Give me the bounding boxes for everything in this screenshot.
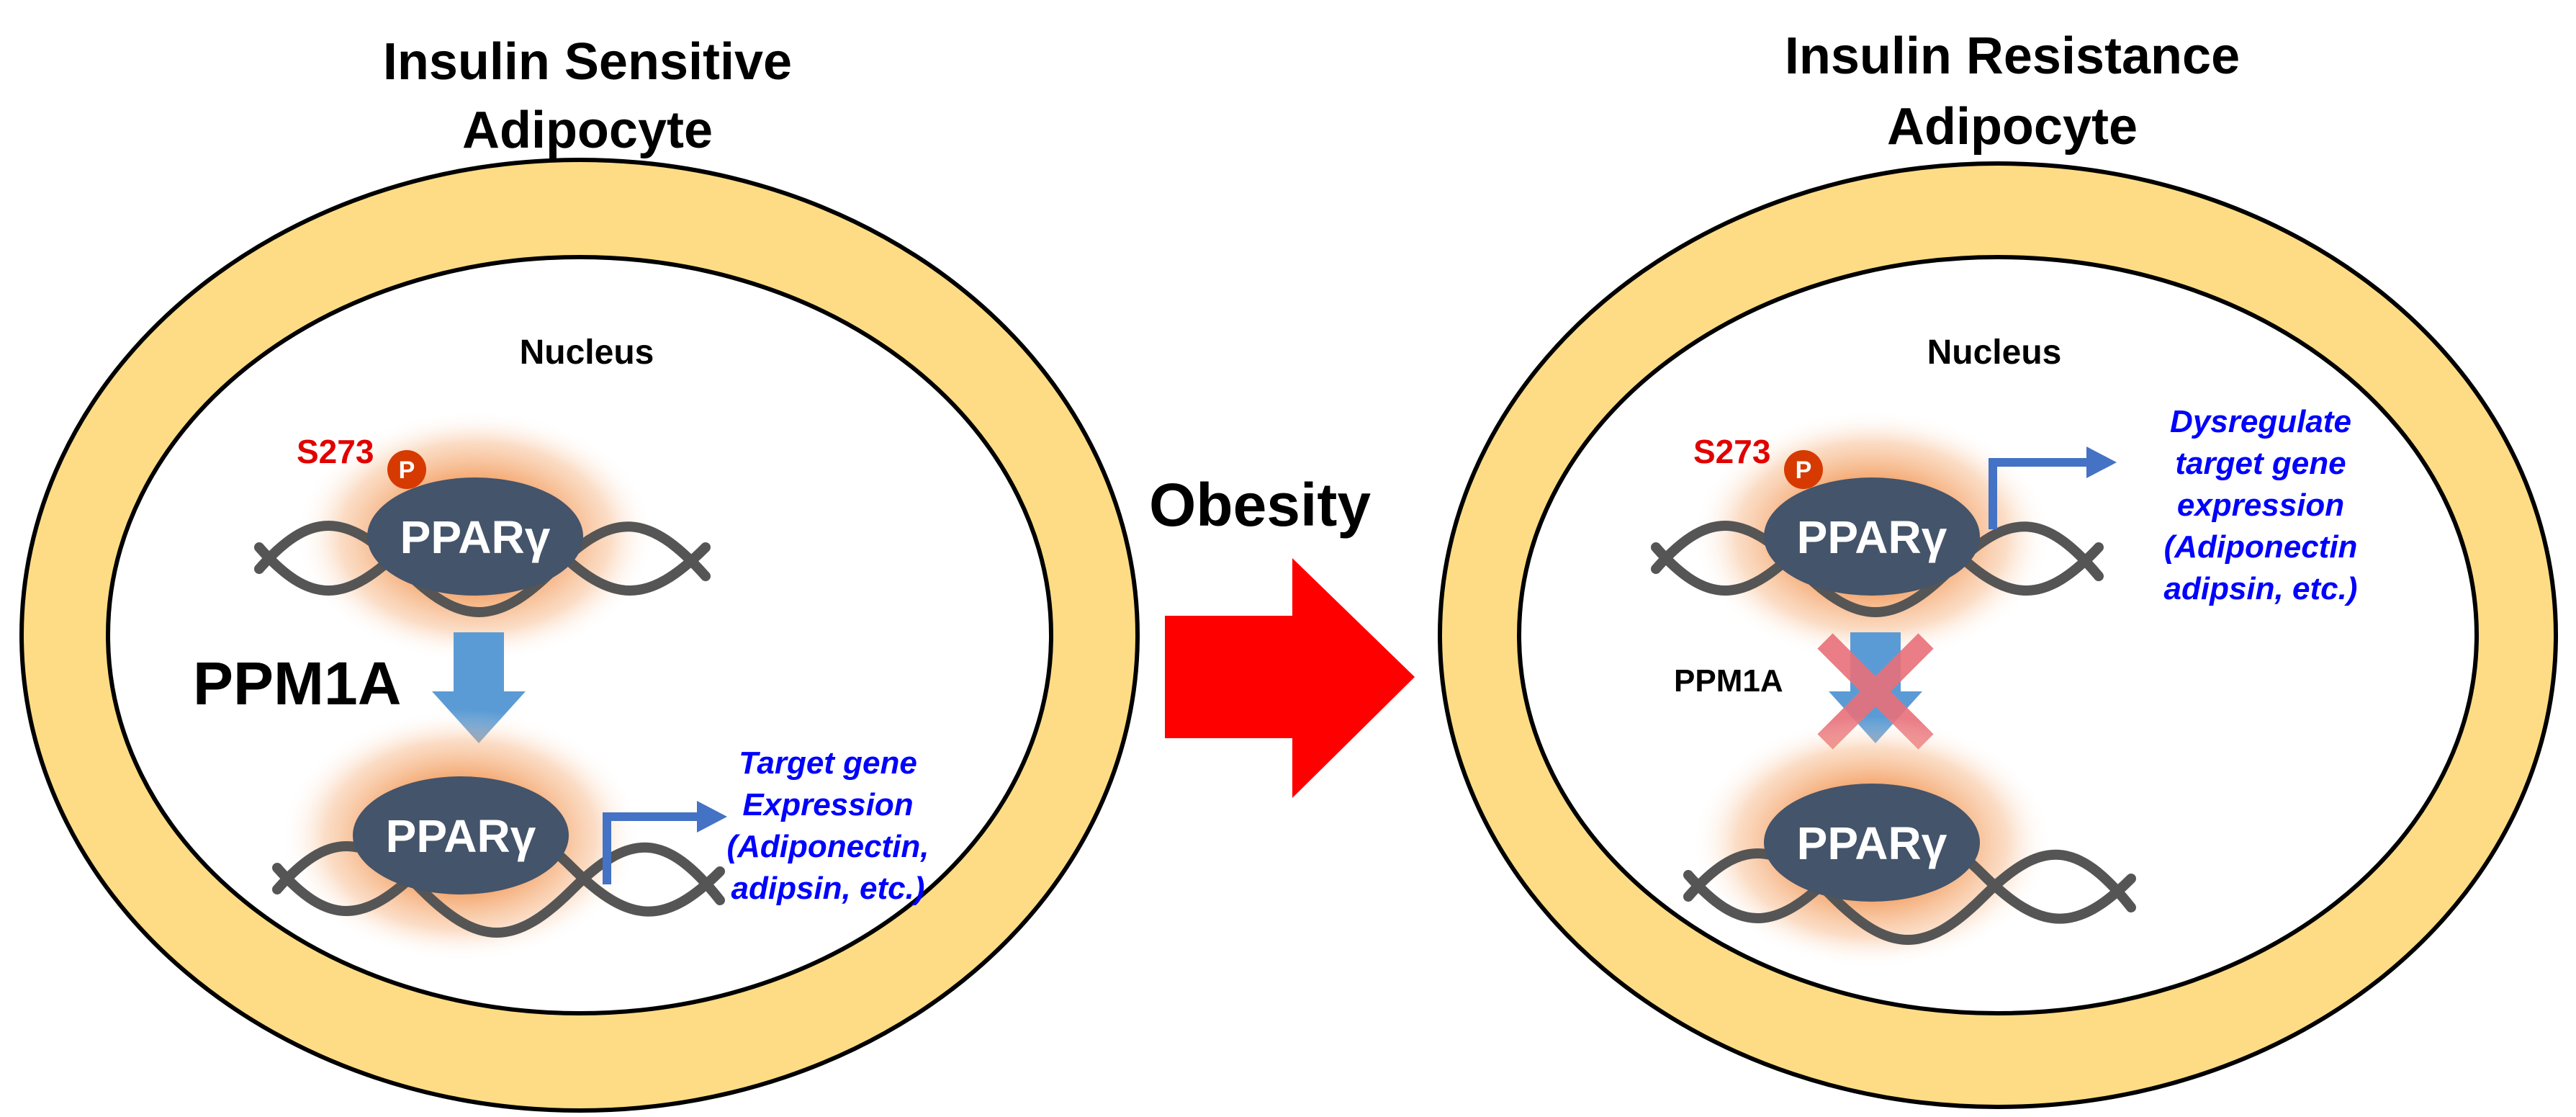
left-ppar-top-complex: PPARγ bbox=[254, 411, 711, 663]
left-ppar-bottom-label: PPARγ bbox=[386, 810, 536, 862]
right-ppm1a-label: PPM1A bbox=[1674, 663, 1783, 699]
right-gene-line4: (Adiponectin bbox=[2164, 529, 2358, 565]
right-gene-line5: adipsin, etc.) bbox=[2164, 571, 2358, 606]
right-title-line1: Insulin Resistance bbox=[1785, 27, 2240, 85]
left-gene-line2: Expression bbox=[742, 787, 913, 822]
right-cell: Insulin Resistance Adipocyte Nucleus PPA… bbox=[1438, 27, 2558, 1109]
left-ppar-bottom-complex: PPARγ bbox=[272, 709, 725, 961]
left-site-label: S273 bbox=[297, 433, 374, 470]
right-gene-line2: target gene bbox=[2175, 446, 2346, 481]
left-nucleus-label: Nucleus bbox=[520, 333, 654, 372]
obesity-arrow bbox=[1165, 558, 1415, 798]
left-title-line2: Adipocyte bbox=[462, 102, 713, 159]
right-nucleus-label: Nucleus bbox=[1927, 333, 2062, 372]
right-gene-text: Dysregulate target gene expression (Adip… bbox=[2164, 404, 2358, 606]
right-phospho-label: P bbox=[1796, 457, 1812, 484]
left-ppm1a-label: PPM1A bbox=[193, 650, 401, 717]
left-ppar-bottom-protein bbox=[353, 776, 569, 894]
left-phospho-label: P bbox=[399, 457, 415, 484]
left-gene-arrow bbox=[603, 801, 727, 884]
right-ppar-bottom-complex: PPARγ bbox=[1683, 717, 2136, 969]
obesity-label: Obesity bbox=[1149, 471, 1371, 539]
right-ppar-top-protein bbox=[1764, 477, 1980, 596]
right-ppar-bottom-protein bbox=[1764, 784, 1980, 902]
left-gene-line3: (Adiponectin, bbox=[726, 829, 929, 864]
right-gene-line1: Dysregulate bbox=[2170, 404, 2351, 439]
left-cell: Insulin Sensitive Adipocyte Nucleus PPAR… bbox=[19, 33, 1140, 1113]
left-title-line1: Insulin Sensitive bbox=[383, 33, 792, 91]
right-site-label: S273 bbox=[1693, 433, 1770, 470]
left-ppar-top-protein bbox=[367, 477, 583, 596]
left-gene-line1: Target gene bbox=[739, 745, 917, 781]
left-gene-text: Target gene Expression (Adiponectin, adi… bbox=[726, 745, 929, 906]
left-phospho-badge bbox=[387, 450, 426, 489]
right-phospho-badge bbox=[1784, 450, 1823, 489]
right-gene-line3: expression bbox=[2177, 488, 2344, 523]
obesity-transition: Obesity bbox=[1149, 471, 1415, 798]
left-gene-line4: adipsin, etc.) bbox=[731, 871, 925, 906]
right-ppar-top-label: PPARγ bbox=[1797, 511, 1947, 563]
right-title-line2: Adipocyte bbox=[1887, 98, 2138, 156]
right-ppar-top-complex: PPARγ bbox=[1651, 411, 2104, 663]
right-ppar-bottom-label: PPARγ bbox=[1797, 817, 1947, 869]
left-ppar-top-label: PPARγ bbox=[400, 511, 551, 563]
right-gene-arrow bbox=[1989, 447, 2117, 529]
